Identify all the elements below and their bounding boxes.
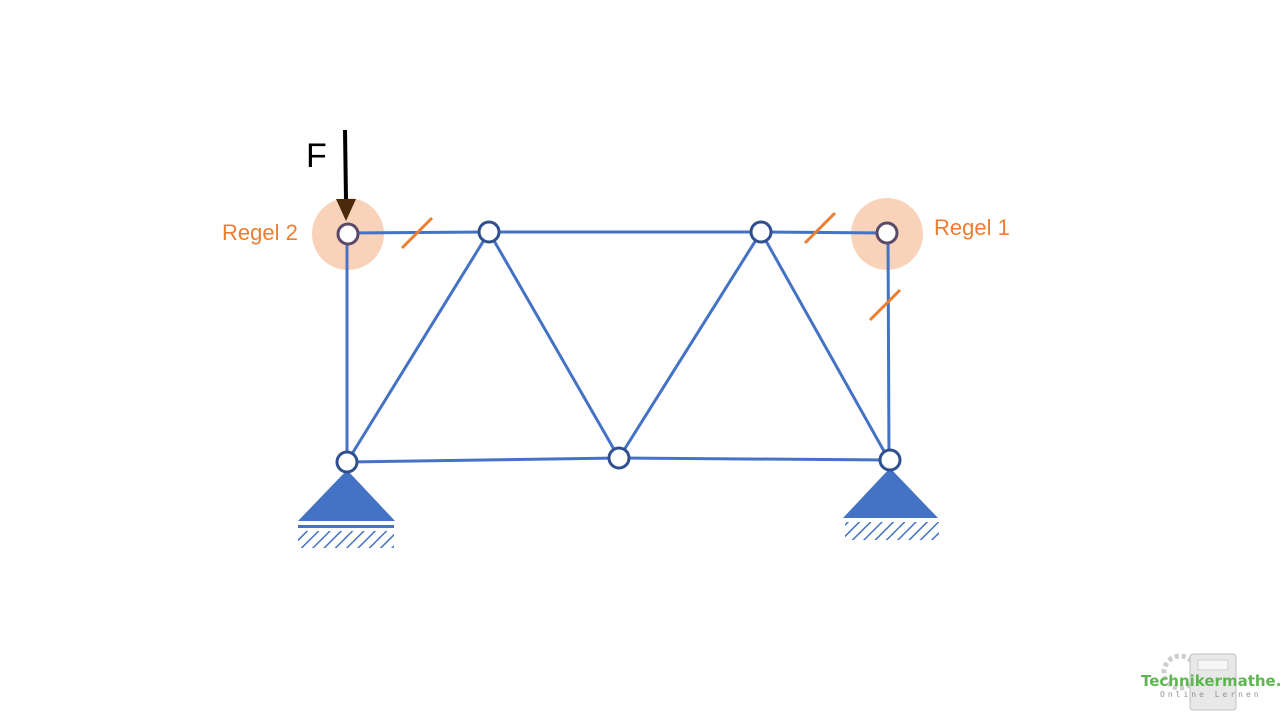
rule-1-label: Regel 1: [934, 215, 1010, 240]
fixed-bearing-hatch: [298, 531, 394, 548]
diagonal-1-member: [345, 231, 491, 463]
top-left-node: [336, 222, 360, 246]
force-arrow-head: [336, 199, 356, 221]
diagonal-4-member: [759, 231, 891, 461]
zero-force-mark-top-right: [803, 211, 837, 245]
force-label: F: [306, 137, 327, 175]
bottom-right-member: [618, 456, 890, 462]
top-right-node: [875, 221, 899, 245]
force-arrow-shaft: [343, 129, 348, 201]
top-mid-left-node: [477, 220, 501, 244]
zero-force-mark-right-vertical: [868, 288, 902, 322]
bottom-left-member: [346, 456, 620, 464]
fixed-bearing-base: [298, 525, 394, 528]
logo-text: Technikermathe.de: [1141, 672, 1280, 690]
bottom-left-node: [335, 450, 359, 474]
bottom-mid-node: [607, 446, 631, 470]
floating-bearing-hatch: [845, 522, 939, 540]
fixed-bearing-triangle: [298, 470, 395, 521]
zero-force-mark-top-left: [400, 216, 434, 250]
bottom-right-node: [878, 448, 902, 472]
top-mid-right-node: [749, 220, 773, 244]
top-right-member: [760, 230, 888, 235]
floating-bearing-triangle: [843, 468, 938, 518]
logo: Technikermathe.de Online Lernen: [1141, 653, 1280, 711]
rule-2-label: Regel 2: [222, 220, 298, 245]
diagonal-3-member: [617, 231, 763, 459]
right-vertical-member: [886, 232, 891, 461]
logo-subtext: Online Lernen: [1160, 690, 1262, 699]
calculator-display: [1197, 659, 1229, 671]
diagonal-2-member: [487, 231, 621, 459]
